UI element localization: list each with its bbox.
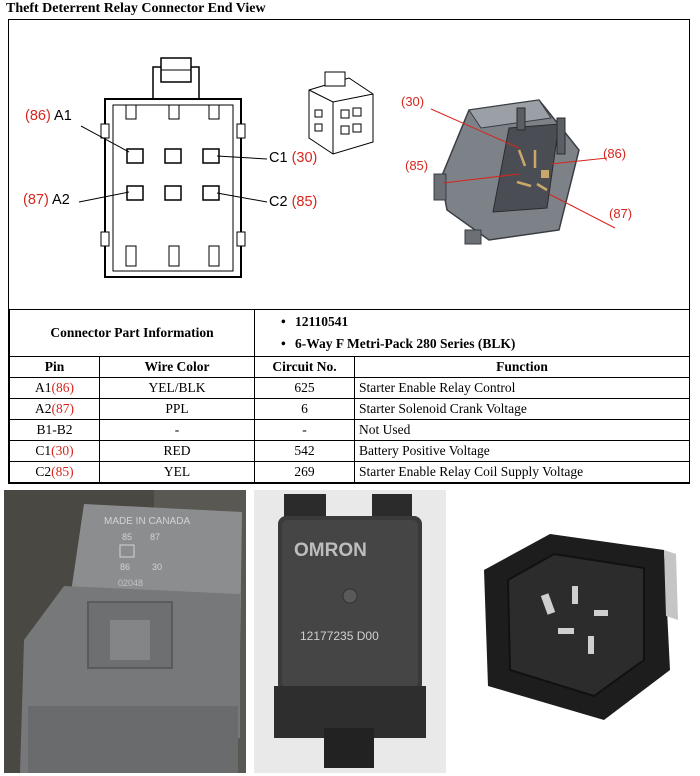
circuit-cell: 542: [254, 440, 356, 462]
date-code-text: 02048: [118, 578, 143, 588]
callout-a2: (87) A2: [23, 192, 70, 208]
table-row: C1(30) RED 542 Battery Positive Voltage: [9, 440, 691, 462]
pin-cell: C1(30): [9, 440, 100, 462]
part-info-label: Connector Part Information: [8, 309, 256, 357]
callout-c2: C2 (85): [269, 194, 318, 210]
function-cell: Starter Solenoid Crank Voltage: [354, 398, 691, 420]
wire-color-cell: RED: [98, 440, 256, 462]
function-cell: Starter Enable Relay Coil Supply Voltage: [354, 461, 691, 483]
relay-photo-right: [454, 490, 698, 773]
relay-photo-left-drawing: MADE IN CANADA 85 87 86 30 02048: [4, 490, 246, 773]
part-info-list: 12110541 6-Way F Metri-Pack 280 Series (…: [254, 309, 691, 357]
circuit-cell: -: [254, 419, 356, 441]
wire-color-cell: YEL/BLK: [98, 377, 256, 399]
omron-part-text: 12177235 D00: [300, 629, 379, 643]
table-row: B1-B2 - - Not Used: [9, 419, 691, 441]
function-cell: Battery Positive Voltage: [354, 440, 691, 462]
omron-brand-text: OMRON: [294, 540, 367, 561]
table-row: A2(87) PPL 6 Starter Solenoid Crank Volt…: [9, 398, 691, 420]
part-info-item: 12110541: [281, 311, 685, 333]
relay-photo-left: MADE IN CANADA 85 87 86 30 02048: [4, 490, 246, 773]
table-row: A1(86) YEL/BLK 625 Starter Enable Relay …: [9, 377, 691, 399]
circuit-cell: 625: [254, 377, 356, 399]
relay-label-87: (87): [609, 206, 633, 221]
callout-c1: C1 (30): [269, 150, 318, 166]
function-cell: Starter Enable Relay Control: [354, 377, 691, 399]
table-header-row: Pin Wire Color Circuit No. Function: [9, 356, 691, 378]
relay-label-85: (85): [405, 158, 429, 173]
relay-photo-middle-drawing: OMRON 12177235 D00: [254, 490, 446, 773]
pin-cell: B1-B2: [9, 419, 100, 441]
header-circuit-no: Circuit No.: [254, 356, 356, 378]
relay-photo-right-drawing: [484, 534, 678, 720]
wire-color-cell: PPL: [98, 398, 256, 420]
callout-a1: (86) A1: [25, 108, 72, 124]
circuit-cell: 269: [254, 461, 356, 483]
made-in-text: MADE IN CANADA: [104, 516, 190, 527]
wire-color-cell: -: [98, 419, 256, 441]
wire-color-cell: YEL: [98, 461, 256, 483]
header-wire-color: Wire Color: [98, 356, 256, 378]
relay-photo-middle: OMRON 12177235 D00: [254, 490, 446, 773]
header-function: Function: [354, 356, 691, 378]
pin-85-text: 85: [122, 532, 132, 542]
part-info-item: 6-Way F Metri-Pack 280 Series (BLK): [281, 333, 685, 355]
pin-30-text: 30: [152, 562, 162, 572]
pin-cell: A2(87): [9, 398, 100, 420]
relay-label-30: (30): [401, 94, 425, 109]
pin-cell: C2(85): [9, 461, 100, 483]
part-info-row: Connector Part Information 12110541 6-Wa…: [8, 309, 691, 357]
pin-86-text: 86: [120, 562, 130, 572]
pin-87-text: 87: [150, 532, 160, 542]
relay-label-86: (86): [603, 146, 627, 161]
page-title: Theft Deterrent Relay Connector End View: [6, 1, 266, 16]
function-cell: Not Used: [354, 419, 691, 441]
connector-end-view-drawing: [78, 57, 616, 278]
table-row: C2(85) YEL 269 Starter Enable Relay Coil…: [9, 461, 691, 483]
connector-diagram-area: (86) A1 (87) A2 C1 (30) C2 (85) (30) (85…: [9, 20, 689, 310]
header-pin: Pin: [9, 356, 100, 378]
connector-info-frame: (86) A1 (87) A2 C1 (30) C2 (85) (30) (85…: [8, 19, 691, 484]
circuit-cell: 6: [254, 398, 356, 420]
pin-cell: A1(86): [9, 377, 100, 399]
pinout-table: Connector Part Information 12110541 6-Wa…: [8, 309, 691, 483]
